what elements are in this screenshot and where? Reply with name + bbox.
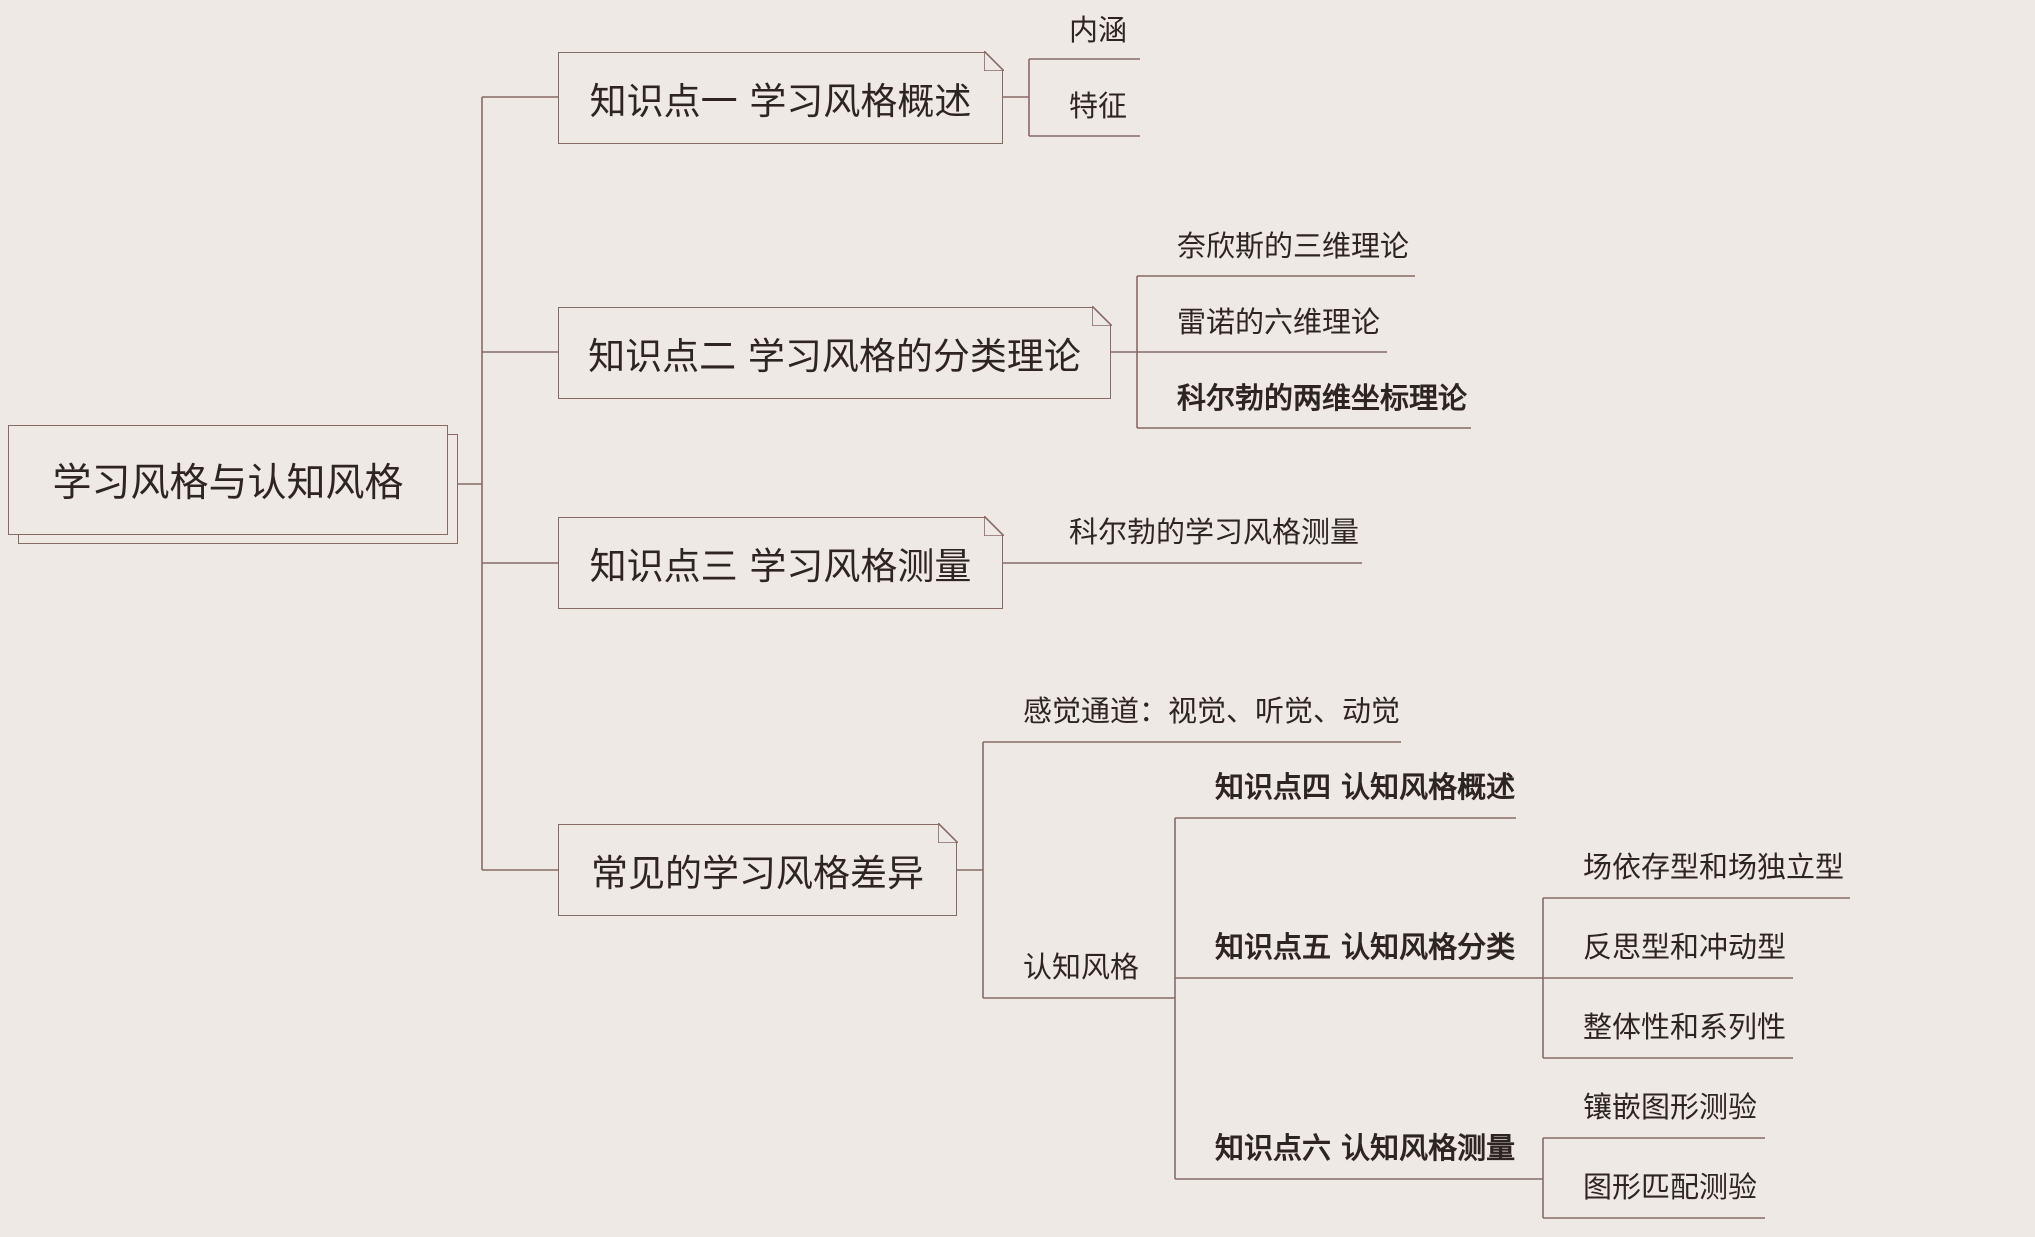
subtopic-features[interactable]: 特征 — [1069, 89, 1128, 123]
subtopic-holistic-serialist[interactable]: 整体性和系列性 — [1583, 1010, 1787, 1044]
subtopic-cognitive-style[interactable]: 认知风格 — [1023, 950, 1140, 984]
topic-common-style-differences[interactable]: 常见的学习风格差异 — [558, 823, 958, 916]
subtopic-sensory-channels[interactable]: 感觉通道：视觉、听觉、动觉 — [1023, 694, 1401, 728]
subtopic-kolb-two-dimension-theory[interactable]: 科尔勃的两维坐标理论 — [1177, 381, 1468, 415]
subtopic-six-dimension-theory[interactable]: 雷诺的六维理论 — [1177, 305, 1381, 339]
subtopic-reflective-impulsive[interactable]: 反思型和冲动型 — [1583, 930, 1787, 964]
subtopic-connotation[interactable]: 内涵 — [1069, 13, 1128, 47]
subtopic-figure-matching-test[interactable]: 图形匹配测验 — [1583, 1170, 1758, 1204]
note-fold-icon — [983, 516, 1004, 537]
subtopic-cognitive-measurement[interactable]: 知识点六 认知风格测量 — [1215, 1131, 1516, 1165]
subtopic-kolb-measurement[interactable]: 科尔勃的学习风格测量 — [1069, 515, 1360, 549]
topic-label: 知识点二 学习风格的分类理论 — [588, 335, 1081, 378]
topic-learning-style-classification[interactable]: 知识点二 学习风格的分类理论 — [558, 306, 1112, 399]
topic-learning-style-overview[interactable]: 知识点一 学习风格概述 — [558, 51, 1004, 144]
note-fold-icon — [983, 51, 1004, 72]
topic-label: 知识点一 学习风格概述 — [589, 80, 972, 123]
note-fold-icon — [1091, 306, 1112, 327]
subtopic-field-dependence[interactable]: 场依存型和场独立型 — [1583, 850, 1845, 884]
topic-label: 常见的学习风格差异 — [591, 852, 924, 895]
note-fold-icon — [937, 823, 958, 844]
topic-label: 知识点三 学习风格测量 — [589, 545, 972, 588]
subtopic-cognitive-classification[interactable]: 知识点五 认知风格分类 — [1215, 930, 1516, 964]
subtopic-cognitive-overview[interactable]: 知识点四 认知风格概述 — [1215, 770, 1516, 804]
root-topic-label: 学习风格与认知风格 — [52, 461, 404, 506]
subtopic-embedded-figures-test[interactable]: 镶嵌图形测验 — [1583, 1090, 1758, 1124]
root-topic[interactable]: 学习风格与认知风格 — [8, 425, 448, 535]
topic-learning-style-measurement[interactable]: 知识点三 学习风格测量 — [558, 516, 1004, 609]
subtopic-three-dimension-theory[interactable]: 奈欣斯的三维理论 — [1177, 229, 1410, 263]
